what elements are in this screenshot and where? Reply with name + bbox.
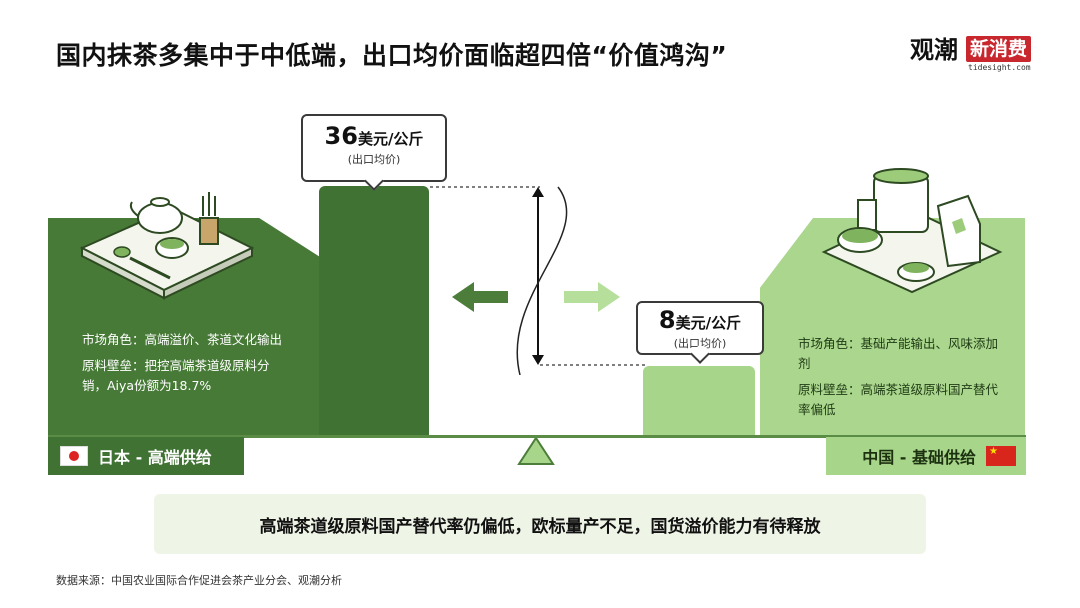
japan-barrier: 原料壁垒：把控高端茶道级原料分销，Aiya份额为18.7% — [82, 358, 270, 393]
logo-text-a: 观潮 — [910, 36, 958, 64]
chart-baseline — [48, 435, 1026, 438]
note-label-china: (出口均价) — [673, 337, 727, 350]
bar-china — [643, 366, 755, 436]
arrow-right-icon — [564, 282, 620, 312]
value-gap-indicator — [430, 186, 645, 375]
value-label-japan: 36 — [324, 122, 358, 150]
china-tag-label: 中国 - 基础供给 — [862, 448, 976, 467]
china-role: 市场角色：基础产能输出、风味添加剂 — [798, 336, 999, 371]
fulcrum-icon — [517, 436, 555, 465]
china-annotations: 市场角色：基础产能输出、风味添加剂 原料壁垒：高端茶道级原料国产替代率偏低 — [798, 334, 1002, 426]
conclusion-box: 高端茶道级原料国产替代率仍偏低，欧标量产不足，国货溢价能力有待释放 — [154, 494, 926, 554]
brand-logo: 观潮 新消费 tidesight.com — [910, 34, 1040, 74]
japan-tag: 日本 - 高端供给 — [48, 437, 244, 475]
factory-illustration-icon — [821, 168, 1003, 294]
japan-annotations: 市场角色：高端溢价、茶道文化输出 原料壁垒：把控高端茶道级原料分销，Aiya份额… — [82, 330, 286, 402]
unit-label-china: 美元/公斤 — [675, 314, 742, 332]
callout-japan: 36美元/公斤 (出口均价) — [301, 114, 447, 182]
bar-japan — [319, 186, 429, 436]
logo-text-b: 新消费 — [966, 36, 1032, 62]
value-label-china: 8 — [658, 306, 676, 334]
tea-set-illustration-icon — [79, 192, 255, 300]
note-label-japan: (出口均价) — [347, 153, 401, 166]
japan-tag-label: 日本 - 高端供给 — [98, 448, 212, 467]
japan-flag-icon — [60, 446, 88, 466]
china-barrier: 原料壁垒：高端茶道级原料国产替代率偏低 — [798, 382, 999, 417]
arrow-left-icon — [452, 282, 508, 312]
source-note: 数据来源：中国农业国际合作促进会茶产业分会、观潮分析 — [56, 574, 342, 587]
callout-china: 8美元/公斤 (出口均价) — [636, 301, 764, 355]
china-flag-icon — [986, 446, 1016, 466]
unit-label-japan: 美元/公斤 — [357, 130, 424, 148]
page-title: 国内抹茶多集中于中低端，出口均价面临超四倍“价值鸿沟” — [56, 41, 728, 70]
japan-role: 市场角色：高端溢价、茶道文化输出 — [82, 332, 283, 347]
logo-subtext: tidesight.com — [968, 63, 1031, 72]
china-tag: 中国 - 基础供给 — [826, 437, 1026, 475]
